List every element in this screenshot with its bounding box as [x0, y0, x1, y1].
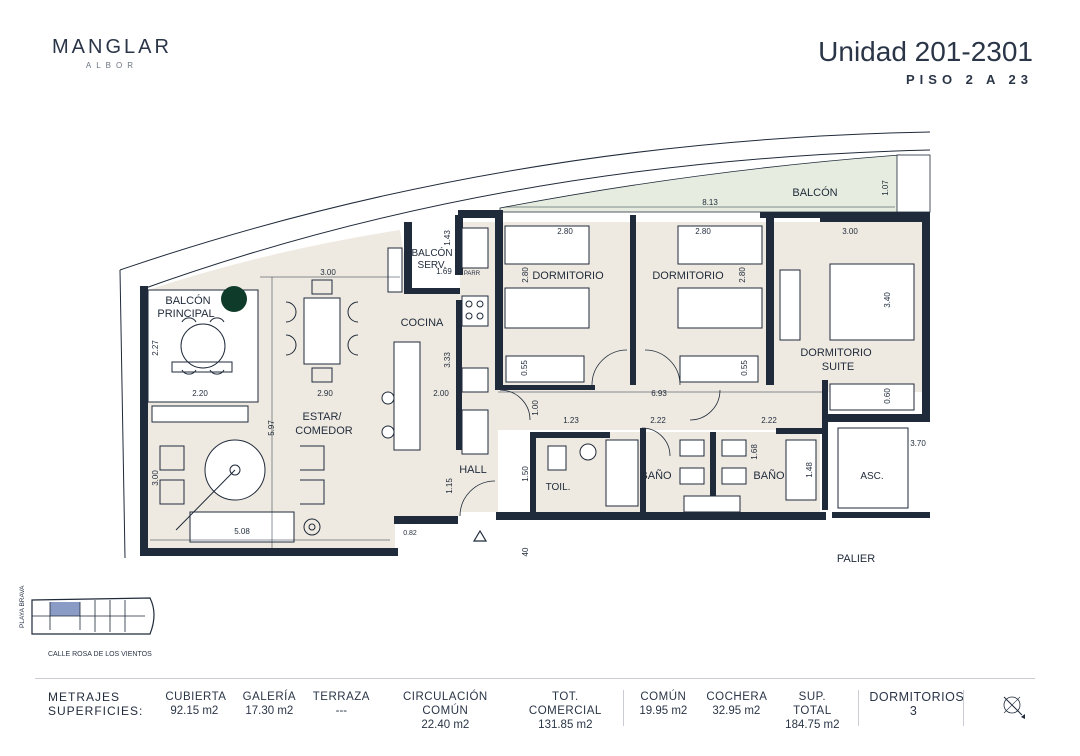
dim-813: 8.13	[702, 198, 718, 207]
living-furniture	[151, 405, 325, 543]
brand-logo: MANGLAR ALBOR	[52, 36, 172, 70]
dim-508: 5.08	[234, 527, 250, 536]
metraje-comun: COMÚN 19.95 m2	[639, 691, 688, 717]
dim-333: 3.33	[443, 352, 452, 368]
dim-055b: 0.55	[740, 360, 749, 376]
room-balcon: BALCÓN	[792, 186, 837, 199]
kitchen-island	[393, 341, 421, 451]
dim-123: 1.23	[563, 416, 579, 425]
metraje-cubierta: CUBIERTA 92.15 m2	[165, 691, 227, 717]
room-dormitorio-2: DORMITORIO	[652, 270, 724, 282]
dim-300b: 3.00	[320, 268, 336, 277]
room-balcon-serv-1: BALCÓN	[411, 246, 452, 259]
dim-370: 3.70	[910, 439, 926, 448]
plant-icon	[221, 286, 247, 312]
brand-name: MANGLAR	[52, 36, 172, 58]
metrajes-label-2: SUPERFICIES:	[48, 704, 144, 718]
metrajes-table: METRAJES SUPERFICIES: CUBIERTA 92.15 m2 …	[48, 690, 970, 732]
dim-169: 1.69	[436, 267, 452, 276]
room-toil: TOIL.	[546, 482, 571, 493]
dim-222b: 2.22	[761, 416, 777, 425]
balcony-floor	[499, 154, 901, 213]
key-plan	[31, 597, 155, 635]
baths-floor	[530, 432, 820, 512]
dim-280b: 2.80	[695, 227, 711, 236]
unit-title: Unidad 201-2301	[818, 36, 1033, 67]
room-palier: PALIER	[837, 553, 875, 565]
room-bano-2: BAÑO	[753, 469, 785, 482]
room-dormitorio-1: DORMITORIO	[532, 270, 604, 282]
dim-082: 0.82	[403, 530, 417, 537]
dim-168: 1.68	[750, 444, 759, 460]
room-dormitorio-suite-1: DORMITORIO	[800, 347, 872, 359]
metraje-dormitorios: DORMITORIOS 3	[869, 690, 965, 718]
dim-040: 40	[521, 547, 530, 556]
metraje-tot-comercial: TOT. COMERCIAL 131.85 m2	[528, 691, 602, 731]
dim-222a: 2.22	[650, 416, 666, 425]
room-asc: ASC.	[860, 471, 883, 482]
dim-300c: 3.00	[151, 470, 160, 486]
room-parr: PARR	[464, 271, 481, 277]
dim-693: 6.93	[651, 389, 667, 398]
metraje-cochera: COCHERA 32.95 m2	[706, 691, 768, 717]
room-estar-2: COMEDOR	[295, 425, 353, 437]
dim-227: 2.27	[151, 340, 160, 356]
room-cocina: COCINA	[401, 317, 444, 329]
dim-280c: 2.80	[521, 267, 530, 283]
divider	[35, 678, 1035, 679]
door-swings	[459, 349, 721, 517]
entry-triangle-icon	[472, 529, 488, 542]
metrajes-label-1: METRAJES	[48, 690, 121, 704]
metrajes-label: METRAJES SUPERFICIES:	[48, 690, 143, 718]
dim-300a: 3.00	[842, 227, 858, 236]
balcony-table	[171, 317, 233, 375]
bath-fixtures	[547, 427, 909, 513]
dim-280a: 2.80	[557, 227, 573, 236]
room-balcon-principal-1: BALCÓN	[165, 294, 210, 307]
room-balcon-serv-2: SERV.	[418, 260, 447, 271]
dim-060: 0.60	[883, 388, 892, 404]
metraje-galeria: GALERÍA 17.30 m2	[242, 691, 297, 717]
dim-107: 1.07	[881, 180, 890, 196]
corridor-floor	[498, 390, 828, 430]
dim-143: 1.43	[443, 230, 452, 246]
metraje-circulacion: CIRCULACIÓN COMÚN 22.40 m2	[402, 691, 488, 731]
facade-curve-outer	[119, 131, 931, 271]
dim-290: 2.90	[317, 389, 333, 398]
room-hall: HALL	[459, 464, 487, 476]
floor-plan: BALCÓN BALCÓN PRINCIPAL BALCÓN SERV. COC…	[119, 131, 931, 565]
beds	[504, 225, 915, 411]
dim-100: 1.00	[531, 400, 540, 416]
room-estar-1: ESTAR/	[303, 411, 343, 423]
metraje-separator-1	[623, 690, 625, 726]
dim-220: 2.20	[192, 389, 208, 398]
key-beach-label: PLAYA BRAVA	[19, 585, 26, 628]
unit-floor: PISO 2 A 23	[905, 72, 1033, 87]
kitchen-counter	[387, 227, 489, 455]
dim-150: 1.50	[521, 466, 530, 482]
facade-curve-inner	[139, 149, 931, 291]
unit-header: Unidad 201-2301 PISO 2 A 23	[818, 36, 1033, 87]
dim-055a: 0.55	[520, 360, 529, 376]
metraje-terraza: TERRAZA ---	[312, 691, 370, 717]
room-dormitorio-suite-2: SUITE	[822, 361, 854, 373]
metraje-separator-2	[858, 690, 860, 726]
dim-148: 1.48	[805, 462, 814, 478]
dim-200: 2.00	[433, 389, 449, 398]
dim-115: 1.15	[445, 478, 454, 494]
dining-table	[285, 279, 359, 383]
dim-340: 3.40	[883, 292, 892, 308]
kitchen-floor	[460, 222, 498, 512]
metraje-sup-total: SUP. TOTAL 184.75 m2	[785, 691, 840, 731]
compass-icon	[1003, 696, 1025, 719]
dim-280d: 2.80	[738, 267, 747, 283]
key-street-label: CALLE ROSA DE LOS VIENTOS	[48, 651, 152, 658]
room-balcon-principal-2: PRINCIPAL	[157, 308, 214, 320]
metraje-separator-3	[963, 690, 965, 726]
dim-597: 5.97	[267, 420, 276, 436]
room-bano-1: BAÑO	[640, 469, 672, 482]
brand-sub: ALBOR	[85, 61, 139, 70]
room-lav: LAV	[404, 519, 417, 526]
